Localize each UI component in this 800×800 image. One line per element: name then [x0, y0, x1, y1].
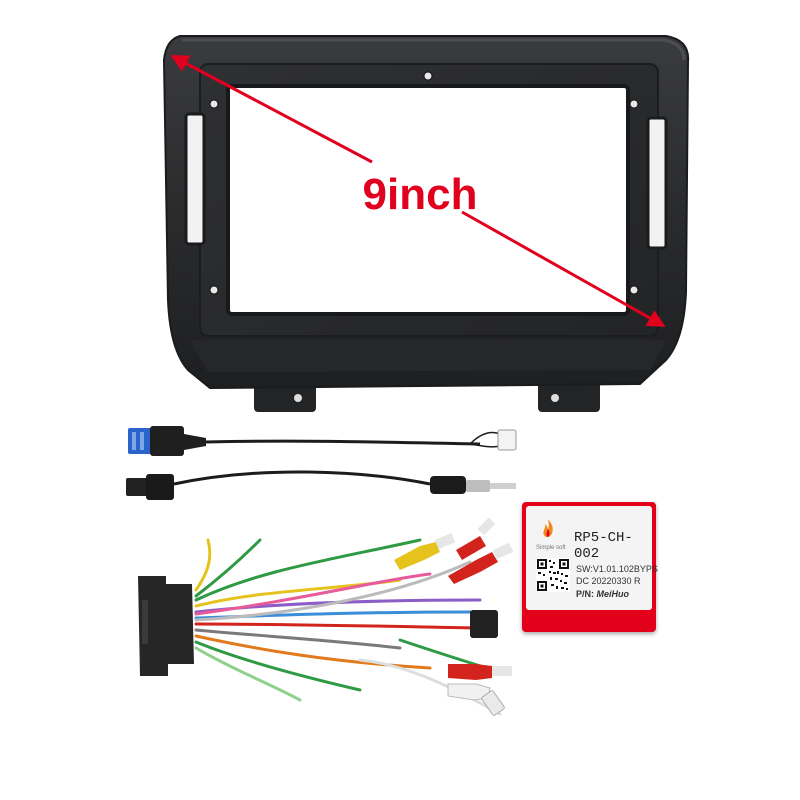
screen-size-label: 9inch	[362, 170, 478, 219]
canbus-brand: Simple soft	[536, 545, 566, 551]
frame-side-clip-left	[184, 112, 206, 246]
wiring-harness	[138, 517, 514, 716]
qr-code-icon	[536, 558, 570, 592]
canbus-dc-date: DC 20220330 R	[576, 576, 641, 586]
canbus-label-sticker: Simple soft RP5-CH-002 SW:V1.01.102BYPS …	[526, 506, 658, 610]
frame-mount-tab-right	[538, 380, 600, 412]
canbus-pn-value: MeiHuo	[596, 589, 630, 599]
diagonal-size-arrow	[170, 54, 666, 328]
flame-logo-icon	[543, 519, 553, 538]
canbus-model: RP5-CH-002	[574, 530, 633, 562]
frame-screw-holes	[209, 71, 639, 295]
canbus-decoder-box: Simple soft RP5-CH-002 SW:V1.01.102BYPS …	[522, 502, 658, 632]
canbus-pn-prefix: P/N:	[576, 589, 594, 599]
canbus-sw-version: SW:V1.01.102BYPS	[576, 564, 658, 574]
canbus-part-number: P/N: MeiHuo	[576, 589, 629, 599]
usb-cable	[128, 426, 517, 456]
frame-side-clip-right	[646, 116, 668, 250]
harness-main-connector	[138, 576, 194, 676]
dash-frame	[162, 35, 690, 412]
rca-plugs	[394, 517, 514, 716]
frame-screen-opening	[226, 84, 630, 316]
antenna-adapter-cable	[126, 470, 516, 500]
